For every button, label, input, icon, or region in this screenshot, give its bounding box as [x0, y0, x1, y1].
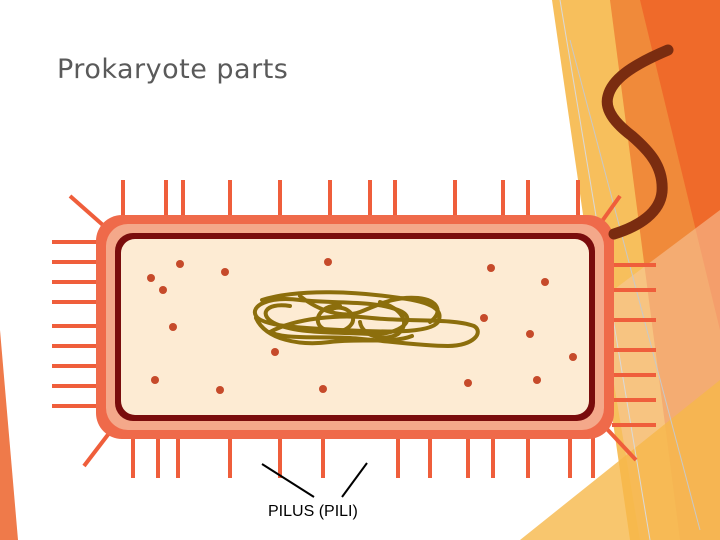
pilus-strand — [598, 194, 622, 226]
ribosome — [487, 264, 495, 272]
pili — [52, 180, 656, 478]
flagellum — [601, 44, 674, 240]
ribosome — [569, 353, 577, 361]
ribosome — [159, 286, 167, 294]
ribosome — [147, 274, 155, 282]
pilus-pointer-lines — [261, 462, 368, 498]
ribosome — [464, 379, 472, 387]
ribosome — [533, 376, 541, 384]
ribosome — [271, 348, 279, 356]
ribosome — [221, 268, 229, 276]
pilus-strand — [82, 430, 112, 468]
ribosome — [319, 385, 327, 393]
ribosome — [151, 376, 159, 384]
ribosomes — [147, 258, 577, 394]
pilus-strand — [68, 194, 106, 228]
ribosome — [324, 258, 332, 266]
ribosome — [216, 386, 224, 394]
ribosome — [526, 330, 534, 338]
slide-title: Prokaryote parts — [57, 54, 289, 85]
ribosome — [480, 314, 488, 322]
pilus-label: PILUS (PILI) — [268, 503, 358, 520]
nucleoid — [252, 290, 480, 348]
ribosome — [541, 278, 549, 286]
ribosome — [169, 323, 177, 331]
cytoplasm — [121, 239, 589, 415]
ribosome — [176, 260, 184, 268]
pilus-strand — [604, 426, 638, 462]
